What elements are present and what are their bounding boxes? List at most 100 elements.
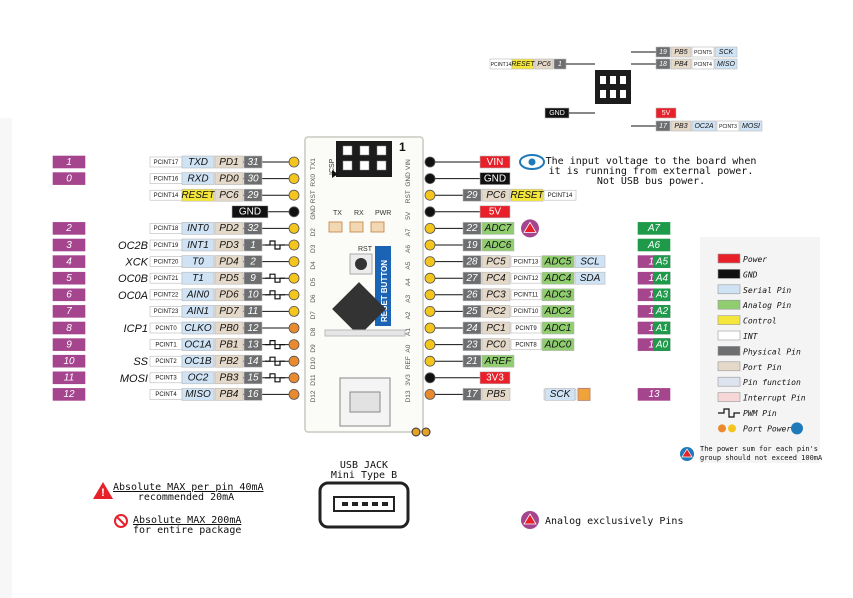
led-label: PWR xyxy=(375,210,391,217)
icsp-pin1-label: 1 xyxy=(399,140,406,154)
left-interrupt-tag: PCINT17 xyxy=(154,160,179,166)
right-header-pin-icon xyxy=(424,272,436,284)
left-physical-pin-box xyxy=(243,388,263,401)
icsp-detail-hole xyxy=(600,90,606,98)
right-interrupt-tag: PCINT9 xyxy=(515,326,537,332)
right-physical-pin-box xyxy=(462,305,482,318)
right-silk-label: 3V3 xyxy=(405,374,412,386)
left-arduino-pin: 10 xyxy=(63,356,75,367)
left-arduino-pin: 11 xyxy=(64,373,74,384)
right-port-pin: PC2 xyxy=(486,306,506,317)
left-silk-label: GND xyxy=(310,205,317,220)
warning-icon xyxy=(523,221,537,233)
abs-max-pkg-line: Absolute MAX 200mA xyxy=(133,515,241,526)
left-arduino-pin: 3 xyxy=(66,240,72,251)
icsp-reset-tag: PCINT14 xyxy=(491,62,512,68)
right-physical-pin-box xyxy=(462,288,482,302)
usb-contact-icon xyxy=(382,502,388,506)
legend-item-label: Interrupt Pin xyxy=(743,394,806,403)
left-pin-function-box xyxy=(181,371,215,385)
right-physical-pin-box xyxy=(462,222,482,235)
left-margin xyxy=(0,118,12,598)
right-silk-label: A2 xyxy=(405,311,412,319)
left-arduino-pin-box xyxy=(52,172,86,185)
left-extra-fn: ICP1 xyxy=(124,323,148,335)
left-physical-pin-box xyxy=(243,222,263,235)
legend-item-label: Power xyxy=(743,255,767,264)
left-port-pin-box xyxy=(214,388,244,401)
left-interrupt-tag: PCINT23 xyxy=(154,309,179,315)
right-analog-label-box xyxy=(481,238,515,252)
left-physical-pin: 10 xyxy=(247,290,259,301)
left-silk-label: D6 xyxy=(310,294,317,303)
right-arduino-analog: A5 xyxy=(655,256,669,267)
legend-item-label: GND xyxy=(743,270,758,279)
right-arduino-analog-box xyxy=(653,288,671,302)
left-arduino-pin: 4 xyxy=(66,256,72,267)
usb-contact-icon xyxy=(352,502,358,506)
left-silk-label: D8 xyxy=(310,327,317,336)
left-physical-pin-box xyxy=(243,238,263,252)
left-arduino-pin-box xyxy=(52,255,86,268)
left-port-pin: PB3 xyxy=(220,373,239,384)
right-header-pin-icon xyxy=(424,372,436,384)
left-arduino-pin: 5 xyxy=(66,273,72,284)
left-pin-function-box xyxy=(181,388,215,401)
icsp-detail-hole xyxy=(600,76,606,84)
left-interrupt-tag: PCINT14 xyxy=(154,193,179,199)
left-port-pin-box xyxy=(214,354,244,368)
right-analog-label: ADC5 xyxy=(544,256,572,267)
right-analog-label: ADC2 xyxy=(544,306,572,317)
right-physical-pin-box xyxy=(462,354,482,368)
left-port-pin: PD6 xyxy=(219,290,239,301)
left-pin-function: AIN0 xyxy=(186,290,210,301)
icsp-hole xyxy=(342,160,353,171)
left-silk-label: D7 xyxy=(310,311,317,320)
right-arduino-analog-box xyxy=(637,238,671,252)
right-silk-label: REF xyxy=(405,356,412,369)
left-interrupt-tag: PCINT2 xyxy=(155,359,177,365)
right-physical-pin: 29 xyxy=(465,190,478,201)
icsp-power-label: 5V xyxy=(662,110,671,117)
icsp-reset-label: RESET xyxy=(511,61,535,68)
right-arduino-analog-box xyxy=(653,338,671,351)
left-silk-label: D12 xyxy=(310,390,317,402)
icsp-interrupt-tag: PCINT5 xyxy=(694,50,712,56)
icsp-hole xyxy=(359,160,370,171)
vin-note-line: The input voltage to the board when xyxy=(546,156,757,167)
right-silk-label: D13 xyxy=(405,390,412,402)
left-pin-function-box xyxy=(181,188,215,202)
pwm-wave-icon xyxy=(718,408,740,418)
pwm-wave-icon xyxy=(265,340,285,350)
left-extra-fn: MOSI xyxy=(120,373,148,385)
left-port-pin: PD4 xyxy=(219,256,239,267)
right-arduino-analog: A1 xyxy=(655,323,668,334)
left-interrupt-tag: PCINT0 xyxy=(155,326,177,332)
icsp-port-pin-box xyxy=(670,58,692,70)
right-analog-label-box xyxy=(541,321,575,335)
right-interrupt-tag: PCINT14 xyxy=(548,193,573,199)
right-power-label: 3V3 xyxy=(486,373,504,384)
legend-item-label: Port Power xyxy=(743,424,791,433)
right-physical-pin-box xyxy=(462,238,482,252)
icsp-serial-label-box xyxy=(714,58,738,70)
icsp-hole xyxy=(342,145,353,156)
led-icon xyxy=(370,221,385,233)
right-serial-label: SCK xyxy=(550,389,572,400)
left-arduino-pin-box xyxy=(52,222,86,235)
icsp-serial-label: SCK xyxy=(719,49,734,56)
left-arduino-pin-box xyxy=(52,288,86,302)
legend-swatch xyxy=(717,299,741,310)
legend-swatch xyxy=(717,269,741,279)
right-arduino-analog: A0 xyxy=(655,339,669,350)
left-physical-pin-box xyxy=(243,321,263,335)
right-analog-label: ADC4 xyxy=(544,273,572,284)
left-interrupt-tag: PCINT22 xyxy=(154,293,179,299)
right-arduino-analog-box xyxy=(653,305,671,318)
left-physical-pin: 31 xyxy=(247,157,258,168)
icsp-physical-pin: 18 xyxy=(659,61,667,68)
left-interrupt-tag: PCINT18 xyxy=(154,226,179,232)
left-pin-function: CLKO xyxy=(184,323,211,334)
